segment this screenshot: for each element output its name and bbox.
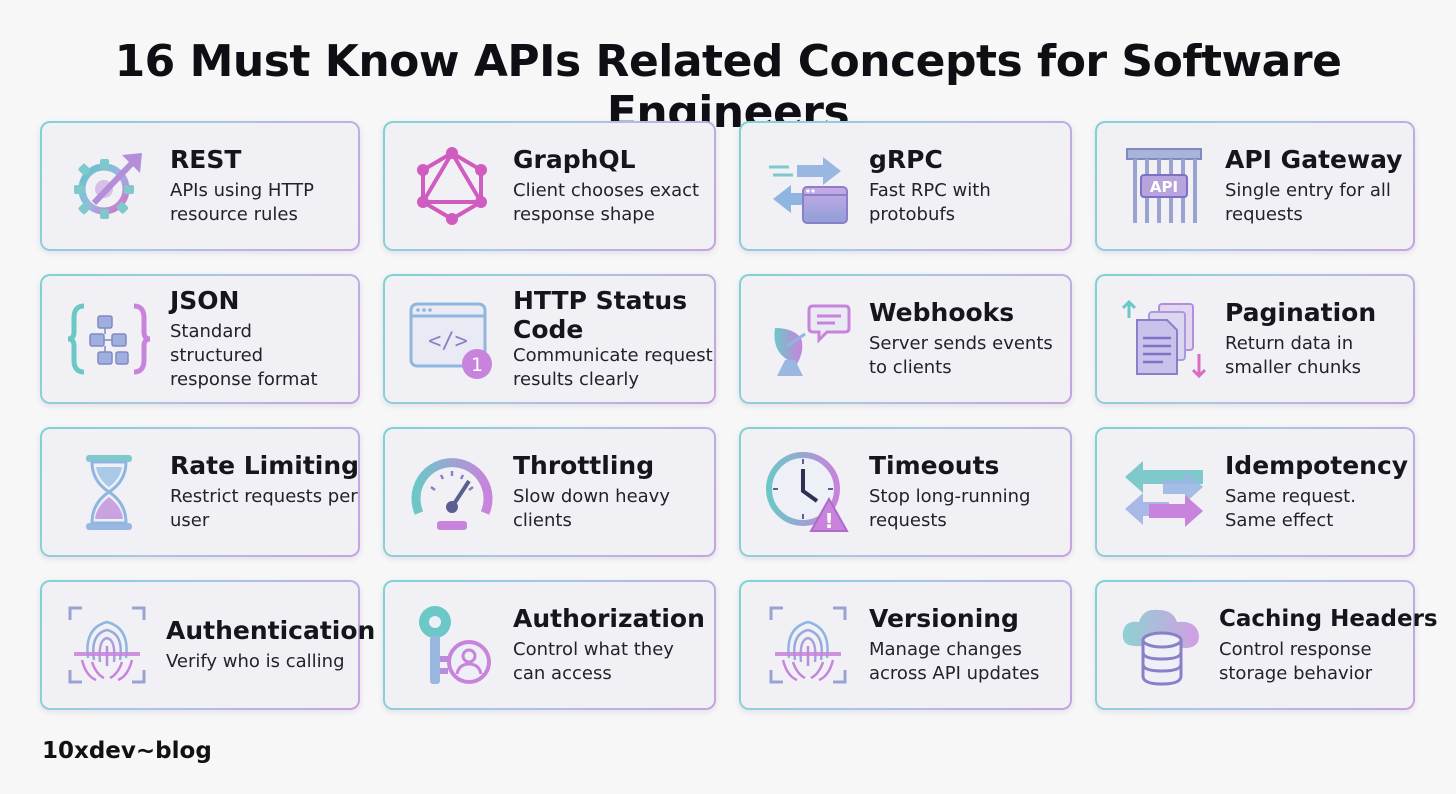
card-graphql: GraphQL Client chooses exact response sh… <box>383 121 716 251</box>
card-caching-headers: Caching Headers Control response storage… <box>1095 580 1438 710</box>
hourglass-icon <box>64 447 154 537</box>
card-title: Authentication <box>166 616 376 645</box>
card-title: HTTP Status Code <box>513 286 688 344</box>
card-title: GraphQL <box>513 145 636 174</box>
card-description: Server sends events to clients <box>869 333 1053 378</box>
card-title: API Gateway <box>1225 145 1403 174</box>
card-title: Throttling <box>513 451 655 480</box>
card-webhooks: Webhooks Server sends events to clients <box>739 274 1072 404</box>
card-title: REST <box>170 145 242 174</box>
card-description: Control response storage behavior <box>1219 639 1373 684</box>
page-title: 16 Must Know APIs Related Concepts for S… <box>114 36 1342 138</box>
card-title: JSON <box>170 286 240 315</box>
card-description: Communicate request results clearly <box>513 345 713 390</box>
speedometer-icon <box>407 447 497 537</box>
card-title: Authorization <box>513 604 705 633</box>
card-authentication: Authentication Verify who is calling <box>40 580 375 710</box>
card-description: Single entry for all requests <box>1225 180 1391 225</box>
card-throttling: Throttling Slow down heavy clients <box>383 427 716 557</box>
card-rest: REST APIs using HTTP resource rules <box>40 121 360 251</box>
card-authorization: Authorization Control what they can acce… <box>383 580 716 710</box>
fingerprint-scan-icon <box>763 600 853 690</box>
card-rate-limiting: Rate Limiting Restrict requests per user <box>40 427 360 557</box>
card-json: JSON Standard structured response format <box>40 274 360 404</box>
clock-warning-icon: ! <box>763 447 853 537</box>
card-title: Versioning <box>869 604 1019 633</box>
card-description: Restrict requests per user <box>170 486 358 531</box>
card-description: Standard structured response format <box>170 321 318 390</box>
card-title: Timeouts <box>869 451 1000 480</box>
card-http-status-code: </> 1 HTTP Status Code Communicate reque… <box>383 274 716 404</box>
key-user-icon <box>407 600 497 690</box>
card-title: Idempotency <box>1225 451 1409 480</box>
svg-text:</>: </> <box>428 329 468 354</box>
card-title: Caching Headers <box>1219 606 1438 632</box>
card-title: Rate Limiting <box>170 451 360 480</box>
card-pagination: Pagination Return data in smaller chunks <box>1095 274 1415 404</box>
card-description: APIs using HTTP resource rules <box>170 180 314 225</box>
swap-arrows-icon <box>1119 447 1209 537</box>
gateway-label: API <box>1150 178 1178 196</box>
gear-arrow-icon <box>64 141 154 231</box>
card-description: Fast RPC with protobufs <box>869 180 991 225</box>
cloud-database-icon <box>1117 600 1207 690</box>
card-title: gRPC <box>869 145 943 174</box>
footer-brand: 10xdev~blog <box>42 738 212 764</box>
card-timeouts: ! Timeouts Stop long-running requests <box>739 427 1072 557</box>
card-description: Slow down heavy clients <box>513 486 670 531</box>
card-description: Manage changes across API updates <box>869 639 1040 684</box>
graphql-icon <box>407 141 497 231</box>
card-idempotency: Idempotency Same request. Same effect <box>1095 427 1415 557</box>
gateway-icon: API <box>1119 141 1209 231</box>
card-description: Same request. Same effect <box>1225 486 1356 531</box>
code-window-icon: </> 1 <box>407 294 497 384</box>
card-description: Return data in smaller chunks <box>1225 333 1362 378</box>
card-description: Stop long-running requests <box>869 486 1031 531</box>
satellite-dish-icon <box>763 294 853 384</box>
fingerprint-icon <box>62 600 152 690</box>
card-api-gateway: API API Gateway Single entry for all req… <box>1095 121 1415 251</box>
card-description: Verify who is calling <box>166 651 345 672</box>
status-number: 1 <box>471 354 483 376</box>
card-title: Pagination <box>1225 298 1377 327</box>
card-versioning: Versioning Manage changes across API upd… <box>739 580 1072 710</box>
pages-icon <box>1119 294 1209 384</box>
rpc-arrows-icon <box>763 141 853 231</box>
svg-text:!: ! <box>824 509 833 533</box>
json-braces-icon <box>64 294 154 384</box>
card-title: Webhooks <box>869 298 1015 327</box>
card-description: Client chooses exact response shape <box>513 180 700 225</box>
concept-grid: REST APIs using HTTP resource rules Grap… <box>40 121 1438 710</box>
card-grpc: gRPC Fast RPC with protobufs <box>739 121 1072 251</box>
card-description: Control what they can access <box>513 639 674 684</box>
